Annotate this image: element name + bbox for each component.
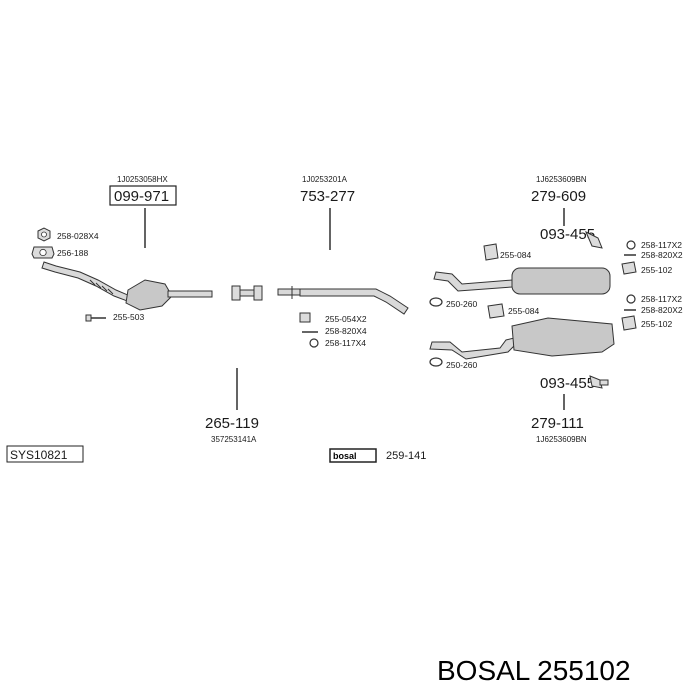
rear-bottom-ref-number: 1J6253609BN	[536, 435, 587, 444]
mid-ring-label: 258-117X4	[325, 338, 366, 348]
clamp-icon	[299, 312, 311, 323]
bracket-icon	[621, 315, 637, 331]
bolt-icon	[85, 314, 106, 322]
cat-part-number[interactable]: 099-971	[114, 188, 169, 205]
page-title: BOSAL 255102	[437, 655, 631, 686]
bosal-part-label: 259-141	[386, 450, 426, 462]
rubber-hanger-icon	[487, 303, 505, 319]
mid-bolt-label: 258-820X4	[325, 326, 367, 336]
rear-bottom-bolt-label: 258-820X2	[641, 305, 683, 315]
rear-bottom-rubber-label: 255-084	[508, 306, 539, 316]
cat-part-box	[109, 185, 177, 206]
rear-bottom-bracket-label: 255-102	[641, 319, 672, 329]
ring-icon	[626, 240, 636, 250]
catalytic-converter-icon	[41, 261, 213, 311]
rear-top-ring-label: 258-117X2	[641, 240, 682, 250]
rear-bottom-part-number[interactable]: 279-111	[531, 415, 584, 432]
rear-bottom-ring-label: 258-117X2	[641, 294, 682, 304]
ring-icon	[626, 294, 636, 304]
ring-icon	[429, 357, 443, 367]
rear-bottom-ring3-label: 250-260	[446, 360, 477, 370]
rear-top-rubber-label: 255-084	[500, 250, 531, 260]
cat-ref-number: 1J0253058HX	[117, 175, 168, 184]
rubber-hanger-icon	[589, 375, 609, 389]
rear-top-bolt-label: 258-820X2	[641, 250, 683, 260]
sys-code: SYS10821	[10, 448, 68, 462]
rear-top-hanger-label[interactable]: 093-455	[540, 226, 595, 243]
rear-bottom-hanger-label[interactable]: 093-455	[540, 375, 595, 392]
rear-top-ring2-label: 250-260	[446, 299, 477, 309]
rear-top-bracket-label: 255-102	[641, 265, 672, 275]
rubber-hanger-icon	[483, 243, 499, 261]
svg-text:bosal: bosal	[333, 451, 357, 461]
clamp-icon	[231, 285, 263, 301]
sys-code-box	[6, 445, 84, 463]
cat-gasket-label: 256-188	[57, 248, 88, 258]
ring-icon	[309, 338, 319, 348]
cat-nut-label: 258-028X4	[57, 231, 99, 241]
front-pipe-part-number[interactable]: 265-119	[205, 415, 259, 432]
bosal-logo-icon: bosal	[329, 448, 377, 463]
rear-top-ref-number: 1J6253609BN	[536, 175, 587, 184]
rear-top-part-number[interactable]: 279-609	[531, 188, 586, 205]
mid-clamp-label: 255-054X2	[325, 314, 367, 324]
rubber-hanger-icon	[585, 230, 603, 249]
nut-icon	[37, 227, 51, 242]
ring-icon	[429, 297, 443, 307]
gasket-icon	[31, 246, 55, 259]
muffler-icon	[429, 317, 615, 360]
mid-ref-number: 1J0253201A	[302, 175, 348, 184]
mid-pipe	[277, 286, 409, 315]
muffler-icon	[433, 267, 611, 295]
cat-bolt-label: 255-503	[113, 312, 144, 322]
front-pipe-ref-number: 357253141A	[211, 435, 257, 444]
mid-part-number[interactable]: 753-277	[300, 188, 355, 205]
bracket-icon	[621, 261, 637, 275]
